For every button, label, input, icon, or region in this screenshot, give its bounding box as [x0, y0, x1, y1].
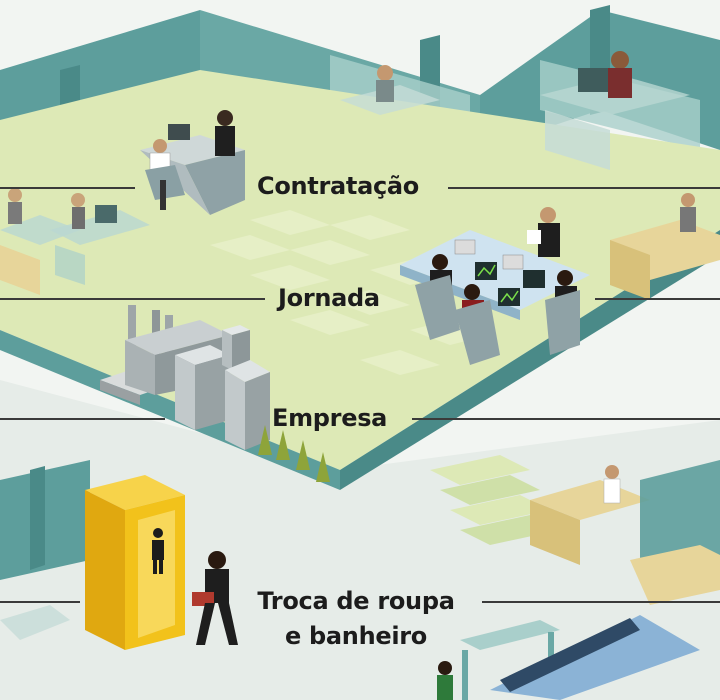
leader-line-troca-right	[482, 601, 720, 603]
leader-line-jornada-right	[595, 298, 720, 300]
leader-line-contratacao-left	[0, 187, 135, 189]
label-empresa: Empresa	[272, 404, 388, 432]
label-troca-line2: e banheiro	[284, 622, 427, 650]
label-troca-line1: Troca de roupa	[257, 587, 455, 615]
leader-line-jornada-left	[0, 298, 265, 300]
leader-line-empresa-right	[412, 418, 720, 420]
leader-line-contratacao-right	[448, 187, 720, 189]
label-jornada: Jornada	[278, 284, 380, 312]
label-troca-de-roupa: Troca de roupa e banheiro	[240, 586, 472, 651]
company-buildings-illustration	[100, 305, 330, 482]
left-workstations	[0, 188, 150, 295]
person-silhouette-icon	[152, 528, 164, 574]
leader-line-empresa-left	[0, 418, 165, 420]
leader-line-troca-left	[0, 601, 80, 603]
label-contratacao: Contratação	[257, 172, 419, 200]
right-workstations	[340, 51, 720, 300]
hiring-desk-illustration	[140, 110, 245, 215]
changing-room-illustration	[85, 475, 238, 650]
lower-level	[0, 455, 720, 700]
work-shift-desk-illustration	[400, 207, 590, 365]
